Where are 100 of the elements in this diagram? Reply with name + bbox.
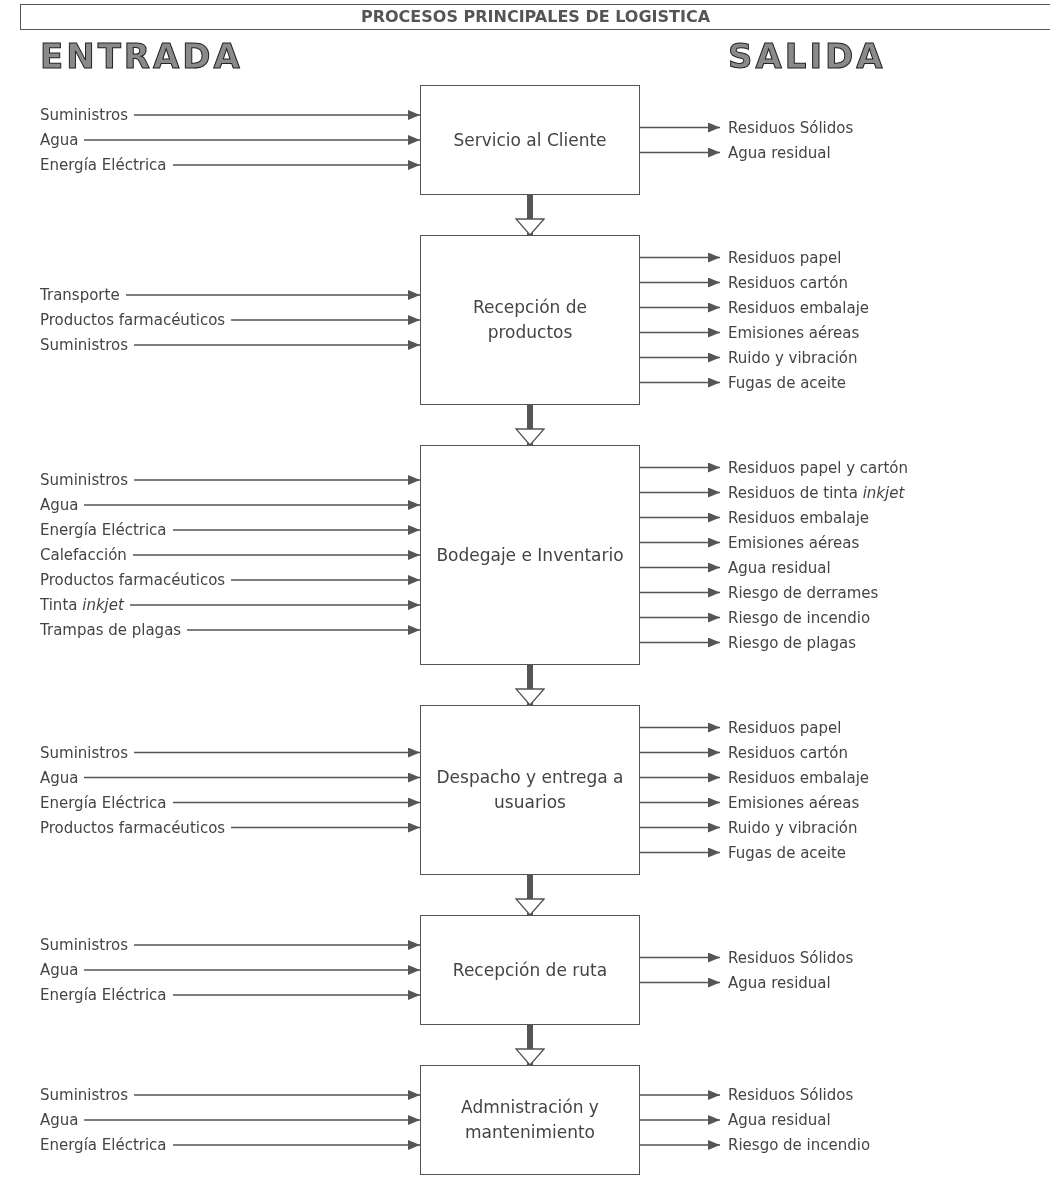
arrow [133,110,421,120]
output-label: Emisiones aéreas [728,532,860,553]
arrow [639,1140,721,1150]
arrow [639,122,721,133]
arrow [639,952,721,963]
arrow [125,290,421,300]
output-label: Riesgo de plagas [728,632,857,653]
arrow [133,940,421,950]
input-label: Energía Eléctrica [40,155,167,175]
arrow [83,772,421,783]
arrow [639,562,721,573]
output-label: Residuos Sólidos [728,117,854,138]
arrow [639,822,721,833]
output-label: Agua residual [728,1110,831,1130]
arrow [133,340,421,350]
output-label: Residuos papel [728,247,842,268]
process-box: Recepción de productos [420,235,640,405]
output-label: Ruido y vibración [728,817,858,838]
input-label: Suministros [40,335,128,355]
arrow [172,525,421,535]
input-label: Suministros [40,742,128,763]
output-label: Agua residual [728,142,831,163]
arrow [639,537,721,548]
input-label: Tinta inkjet [40,595,124,615]
input-label: Suministros [40,105,128,125]
arrow [639,147,721,158]
input-label: Energía Eléctrica [40,985,167,1005]
arrow [639,377,721,388]
arrow [172,1140,421,1150]
arrow [639,722,721,733]
output-label: Emisiones aéreas [728,792,860,813]
output-label: Agua residual [728,557,831,578]
arrow [230,315,421,325]
column-heading: SALIDA [728,36,886,76]
arrow [639,977,721,988]
arrow [172,160,421,170]
process-box: Servicio al Cliente [420,85,640,195]
arrow [639,797,721,808]
output-label: Residuos cartón [728,742,848,763]
column-heading: ENTRADA [40,36,243,76]
output-label: Riesgo de derrames [728,582,879,603]
input-label: Suministros [40,935,128,955]
input-label: Suministros [40,470,128,490]
block-arrow [515,875,545,916]
input-label: Energía Eléctrica [40,520,167,540]
output-label: Fugas de aceite [728,842,847,863]
input-label: Agua [40,495,79,515]
output-label: Residuos embalaje [728,507,870,528]
block-arrow [515,665,545,706]
output-label: Residuos Sólidos [728,947,854,968]
output-label: Residuos de tinta inkjet [728,482,905,503]
arrow [172,990,421,1000]
input-label: Transporte [40,285,120,305]
arrow [83,965,421,975]
process-box: Despacho y entrega a usuarios [420,705,640,875]
output-label: Ruido y vibración [728,347,858,368]
arrow [639,462,721,473]
arrow [639,252,721,263]
arrow [639,512,721,523]
output-label: Riesgo de incendio [728,607,871,628]
output-label: Residuos papel y cartón [728,457,908,478]
input-label: Suministros [40,1085,128,1105]
arrow [639,847,721,858]
arrow [132,550,421,560]
arrow [172,797,421,808]
input-label: Productos farmacéuticos [40,570,226,590]
arrow [83,135,421,145]
output-label: Residuos Sólidos [728,1085,854,1105]
input-label: Calefacción [40,545,127,565]
output-label: Riesgo de incendio [728,1135,871,1155]
input-label: Agua [40,130,79,150]
input-label: Trampas de plagas [40,620,182,640]
arrow [639,587,721,598]
arrow [639,1090,721,1100]
title: PROCESOS PRINCIPALES DE LOGISTICA [20,4,1050,30]
arrow [639,612,721,623]
arrow [230,822,421,833]
arrow [639,302,721,313]
arrow [639,327,721,338]
arrow [129,600,421,610]
process-box: Admnistración y mantenimiento [420,1065,640,1175]
arrow [133,475,421,485]
arrow [639,487,721,498]
input-label: Agua [40,767,79,788]
output-label: Residuos cartón [728,272,848,293]
input-label: Energía Eléctrica [40,1135,167,1155]
process-box: Bodegaje e Inventario [420,445,640,665]
arrow [639,747,721,758]
arrow [639,352,721,363]
arrow [83,500,421,510]
input-label: Productos farmacéuticos [40,310,226,330]
arrow [83,1115,421,1125]
arrow [133,747,421,758]
output-label: Residuos embalaje [728,767,870,788]
arrow [639,277,721,288]
input-label: Agua [40,1110,79,1130]
input-label: Energía Eléctrica [40,792,167,813]
block-arrow [515,405,545,446]
arrow [639,637,721,648]
arrow [639,772,721,783]
